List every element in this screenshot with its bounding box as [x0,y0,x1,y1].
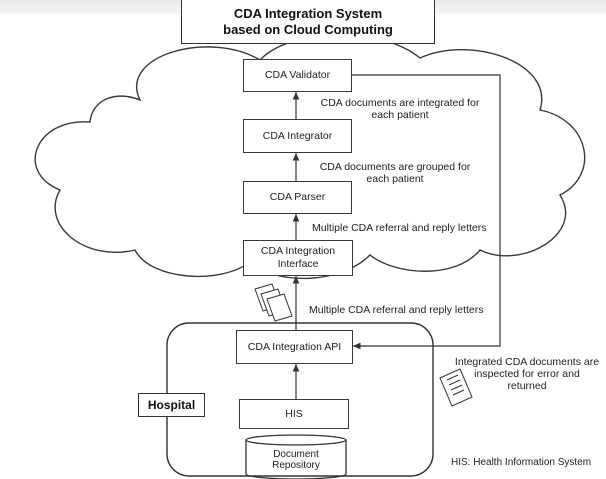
cda-integration-api-label: CDA Integration API [247,340,342,353]
interface-label-line-2: Interface [277,258,319,270]
cda-parser-label: CDA Parser [269,191,326,203]
flow-label-returned: Integrated CDA documents are inspected f… [454,356,600,392]
cda-validator-label: CDA Validator [264,69,331,81]
his-box: HIS [239,399,349,429]
repository-cylinder [245,434,347,479]
cda-integrator-label: CDA Integrator [262,129,333,142]
flow-label-letters-cloud: Multiple CDA referral and reply letters [312,222,487,234]
flow-label-letters-hospital: Multiple CDA referral and reply letters [309,304,484,316]
interface-label-line-1: CDA Integration [260,245,336,257]
cda-validator-box: CDA Validator [243,59,352,92]
cda-integration-api-box: CDA Integration API [236,330,353,364]
flow-label-grouped: CDA documents are grouped for each patie… [319,161,471,185]
flow-label-integrated: CDA documents are integrated for each pa… [320,97,480,121]
cda-integrator-box: CDA Integrator [243,119,352,153]
title-line-1: CDA Integration System [233,5,383,21]
legend-his: HIS: Health Information System [451,457,592,468]
title-line-2: based on Cloud Computing [223,21,393,37]
cda-integration-interface-box: CDA Integration Interface [243,240,353,276]
hospital-label: Hospital [138,393,205,417]
return-path [352,74,501,350]
page-title: CDA Integration System based on Cloud Co… [181,0,435,44]
his-label: HIS [285,407,303,420]
document-repository-label: Document Repository [272,449,320,471]
documents-stack-icon [254,283,293,322]
cda-parser-box: CDA Parser [243,181,352,214]
document-icon [439,368,473,407]
